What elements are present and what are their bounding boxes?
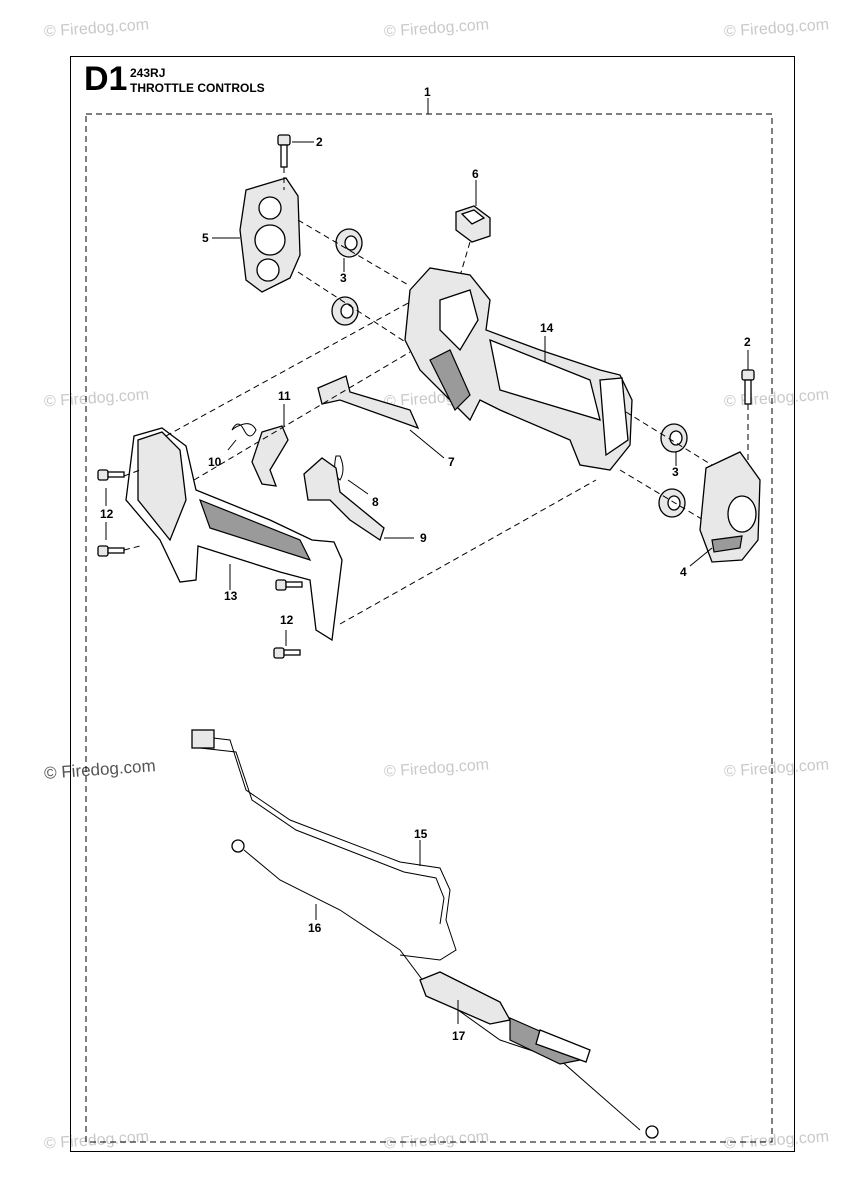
part-6-switch bbox=[455, 205, 491, 243]
page-frame bbox=[70, 56, 795, 1152]
part-14-handle-housing bbox=[404, 267, 633, 471]
callout-14: 14 bbox=[540, 321, 554, 335]
callout-2: 2 bbox=[316, 135, 323, 149]
part-17-cable-sheath bbox=[419, 971, 659, 1139]
part-10-spring bbox=[231, 423, 257, 437]
section-code: D1 bbox=[84, 60, 128, 98]
part-3-bushing-lower bbox=[331, 296, 359, 326]
callout-13: 13 bbox=[224, 589, 238, 603]
callout-8: 8 bbox=[372, 495, 379, 509]
callout-10: 10 bbox=[208, 455, 222, 469]
part-2-screw-right bbox=[741, 369, 755, 405]
part-2-screw-top bbox=[277, 134, 291, 168]
callout-3-right: 3 bbox=[672, 465, 679, 479]
model-number: 243RJ bbox=[130, 66, 166, 80]
callout-12-lower: 12 bbox=[280, 613, 294, 627]
callout-12: 12 bbox=[100, 507, 114, 521]
part-7-lock-lever bbox=[317, 375, 420, 430]
callout-11: 11 bbox=[278, 389, 291, 403]
part-5-end-plate bbox=[239, 177, 301, 293]
callout-17: 17 bbox=[452, 1029, 466, 1043]
callout-6: 6 bbox=[472, 167, 479, 181]
part-12-screw-c bbox=[275, 579, 303, 591]
callout-4: 4 bbox=[680, 565, 687, 579]
part-12-screw-b bbox=[97, 545, 125, 557]
section-title: THROTTLE CONTROLS bbox=[130, 81, 265, 95]
part-13-handle-grip bbox=[125, 427, 343, 642]
callout-7: 7 bbox=[448, 455, 455, 469]
callout-5: 5 bbox=[202, 231, 209, 245]
part-3-bushing-upper bbox=[335, 228, 363, 258]
part-12-screw-a bbox=[97, 469, 125, 481]
callout-2-right: 2 bbox=[744, 335, 751, 349]
part-3-bushing-right-upper bbox=[660, 423, 688, 453]
part-12-screw-d bbox=[273, 647, 301, 659]
part-15-wire-harness bbox=[191, 729, 457, 961]
callout-3: 3 bbox=[340, 271, 347, 285]
part-4-end-cap bbox=[699, 451, 761, 563]
part-8-spring bbox=[334, 455, 344, 481]
part-11-link bbox=[251, 425, 289, 487]
callout-1: 1 bbox=[424, 85, 431, 99]
callout-16: 16 bbox=[308, 921, 322, 935]
callout-9: 9 bbox=[420, 531, 427, 545]
part-3-bushing-right-lower bbox=[658, 488, 686, 518]
callout-15: 15 bbox=[414, 827, 428, 841]
assembly-boundary bbox=[85, 113, 773, 1143]
part-9-throttle-trigger bbox=[303, 457, 385, 542]
